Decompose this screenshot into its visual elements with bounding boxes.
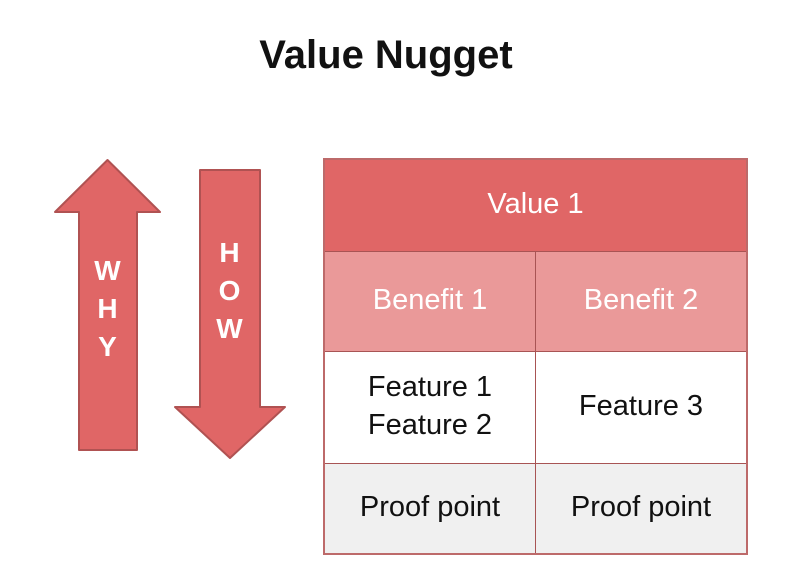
feature-row: Feature 1 Feature 2 Feature 3 [323,350,748,464]
value-nugget-table: Value 1 Benefit 1 Benefit 2 Feature 1 Fe… [323,158,748,555]
why-arrow-label: W H Y [94,255,122,362]
up-arrow-icon [54,159,161,451]
proof-point-2-cell: Proof point [535,462,748,555]
proof-point-row: Proof point Proof point [323,462,748,555]
up-arrow-shape [54,159,161,451]
benefit-row: Benefit 1 Benefit 2 [323,250,748,352]
benefit-2-cell: Benefit 2 [535,250,748,352]
proof-point-1-cell: Proof point [323,462,536,555]
down-arrow-icon [174,169,286,459]
page-title: Value Nugget [259,33,513,77]
feature-3-cell: Feature 3 [535,350,748,464]
feature-1-2-cell: Feature 1 Feature 2 [323,350,536,464]
how-arrow-label: H O W [216,237,244,344]
value-header-cell: Value 1 [323,158,748,252]
down-arrow-shape [174,169,286,459]
value-header-row: Value 1 [323,158,748,252]
benefit-1-cell: Benefit 1 [323,250,536,352]
